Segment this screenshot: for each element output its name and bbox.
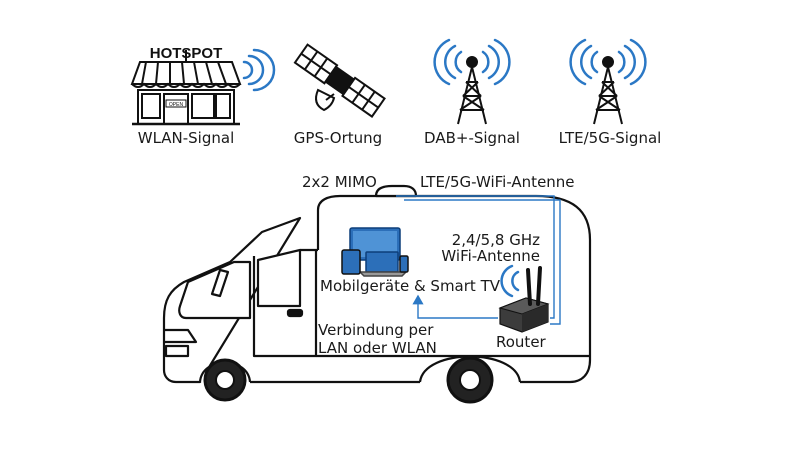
connection-label-line2: LAN oder WLAN xyxy=(318,339,437,357)
wifi-antenna-label-line1: 2,4/5,8 GHz xyxy=(451,231,540,249)
router-label: Router xyxy=(496,333,546,351)
lte-signal-label: LTE/5G-Signal xyxy=(558,129,662,147)
connection-label-line1: Verbindung per xyxy=(318,321,434,339)
router-wifi-waves-icon xyxy=(500,264,520,298)
wlan-waves-icon xyxy=(242,48,276,92)
dab-waves-icon xyxy=(433,38,511,86)
gps-label: GPS-Ortung xyxy=(293,129,383,147)
satellite-icon xyxy=(293,43,386,118)
lan-connection-arrow xyxy=(412,294,498,319)
devices-icon xyxy=(341,227,409,277)
dab-signal-label: DAB+-Signal xyxy=(424,129,520,147)
hotspot-sign-text: HOTSPOT xyxy=(150,45,223,62)
lte-tower-icon xyxy=(593,56,623,125)
hotspot-shop-icon xyxy=(130,50,242,126)
lte-waves-icon xyxy=(569,38,647,86)
wifi-antenna-label-line2: WiFi-Antenne xyxy=(441,247,540,265)
antenna-cable-lines xyxy=(396,195,561,325)
dab-tower-icon xyxy=(457,56,487,125)
router-icon xyxy=(498,266,550,333)
front-wheel xyxy=(203,358,247,402)
devices-label: Mobilgeräte & Smart TV xyxy=(320,277,500,295)
door-open-sign-text: OPEN xyxy=(169,102,184,108)
mimo-label: 2x2 MIMO xyxy=(302,173,377,191)
rear-wheel xyxy=(446,356,494,404)
wlan-signal-label: WLAN-Signal xyxy=(137,129,235,147)
antenna-label: LTE/5G-WiFi-Antenne xyxy=(420,173,575,191)
